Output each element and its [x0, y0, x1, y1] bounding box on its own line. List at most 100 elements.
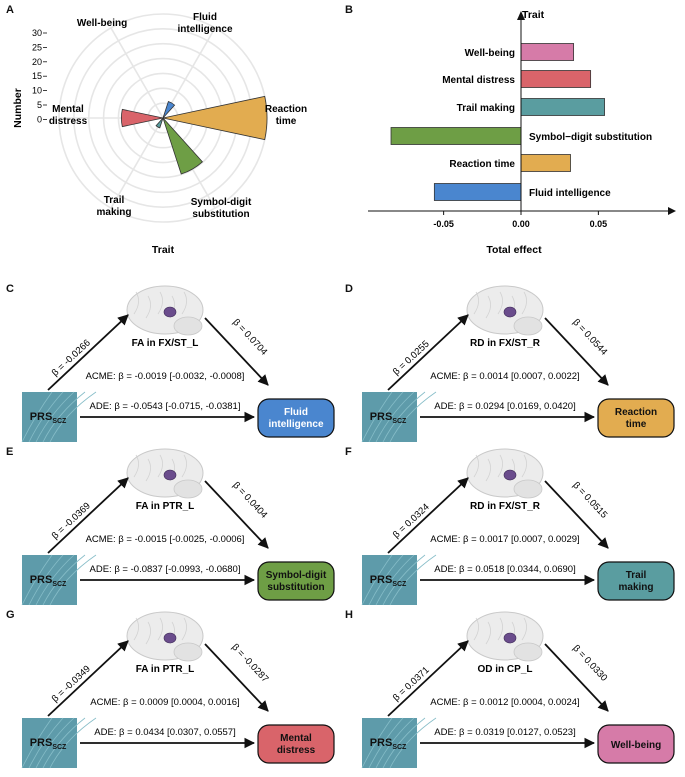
beta-a-label: β = 0.0324 — [391, 502, 432, 541]
radial-tick-label: 20 — [32, 57, 42, 67]
bar-fluid — [433, 183, 522, 201]
prs-texture — [21, 391, 53, 443]
prs-texture — [42, 717, 86, 769]
brain-illustration — [466, 611, 544, 662]
brain-illustration — [466, 448, 544, 499]
brain-fold — [497, 454, 503, 478]
prs-texture — [382, 717, 426, 769]
outcome-background — [257, 724, 335, 764]
prs-texture — [42, 391, 86, 443]
polar-bar-fluid — [162, 101, 176, 119]
y-axis-label: Number — [12, 88, 24, 128]
tract-highlight — [163, 632, 177, 644]
grid-spoke — [110, 117, 164, 209]
category-label-mental: Mental distress — [442, 75, 515, 86]
arrow-prs-to-mediator — [47, 640, 129, 717]
tract-highlight — [503, 306, 517, 318]
polar-bars — [121, 95, 268, 175]
category-label-symbol: Symbol−digit substitution — [529, 132, 652, 143]
prs-texture — [375, 717, 415, 769]
prs-background — [362, 555, 417, 605]
panel-letter-f: F — [345, 446, 352, 458]
bar-wellbeing — [520, 43, 575, 61]
outcome-background — [257, 561, 335, 601]
beta-a-label: β = 0.0255 — [391, 339, 432, 378]
brain-fold — [473, 454, 479, 478]
x-tick-label: -0.05 — [433, 219, 454, 229]
prs-texture — [49, 391, 97, 443]
arrow-mediator-to-outcome — [204, 643, 269, 712]
y-axis-arrow — [517, 11, 525, 20]
prs-label: PRSSCZ — [30, 737, 67, 751]
prs-texture — [368, 391, 404, 443]
cerebellum — [173, 316, 203, 336]
mediator-label: FA in PTR_L — [136, 501, 195, 512]
beta-a-label: β = 0.0371 — [391, 665, 432, 704]
tract-highlight — [503, 632, 517, 644]
prs-texture — [389, 554, 437, 606]
arrow-mediator-to-outcome — [204, 317, 269, 386]
mediator-label: RD in FX/ST_R — [470, 338, 541, 349]
brain-fold — [157, 617, 163, 641]
prs-label: PRSSCZ — [370, 411, 407, 425]
panel-letter-b: B — [345, 4, 353, 16]
cerebellum — [513, 479, 543, 499]
axes — [368, 11, 676, 215]
brain-fold — [497, 617, 503, 641]
acme-label: ACME: β = -0.0019 [-0.0032, -0.0008] — [86, 371, 245, 382]
brain-fold — [521, 454, 527, 478]
x-axis-label: Trait — [152, 244, 175, 256]
prs-texture — [382, 391, 426, 443]
arrow-prs-to-mediator — [387, 314, 469, 391]
arrow-mediator-to-outcome — [544, 317, 609, 386]
prs-background — [22, 718, 77, 768]
x-tick-label: 0.05 — [590, 219, 608, 229]
tract-highlight — [163, 306, 177, 318]
brain-fold — [133, 454, 139, 478]
beta-b-label: β = -0.0287 — [229, 642, 270, 685]
prs-box: PRSSCZ — [21, 554, 97, 606]
prs-texture — [49, 554, 97, 606]
outcome-background — [597, 724, 675, 764]
radial-tick-label: 15 — [32, 71, 42, 81]
panel-letter-g: G — [6, 609, 15, 621]
prs-box: PRSSCZ — [361, 717, 437, 769]
prs-background — [22, 392, 77, 442]
acme-label: ACME: β = -0.0015 [-0.0025, -0.0006] — [86, 534, 245, 545]
tract-highlight — [503, 469, 517, 481]
brain-illustration — [126, 611, 204, 662]
brain-fold — [145, 621, 151, 645]
outcome-background — [597, 561, 675, 601]
prs-texture — [375, 554, 415, 606]
bars — [390, 43, 605, 201]
tract-highlight — [163, 469, 177, 481]
ade-label: ADE: β = -0.0543 [-0.0715, -0.0381] — [90, 401, 241, 412]
prs-texture — [28, 554, 64, 606]
category-label-trail: Trail making — [457, 103, 515, 114]
mediator-label: OD in CP_L — [477, 664, 532, 675]
arrow-mediator-to-outcome — [544, 480, 609, 549]
radial-tick-label: 25 — [32, 42, 42, 52]
arrow-mediator-to-outcome — [544, 643, 609, 712]
cerebellum — [173, 642, 203, 662]
bar-reaction — [520, 154, 571, 172]
prs-texture — [35, 391, 75, 443]
brain-fold — [485, 295, 491, 319]
arrow-prs-to-mediator — [47, 314, 129, 391]
ade-label: ADE: β = 0.0294 [0.0169, 0.0420] — [434, 401, 575, 412]
category-label-fluid: Fluid intelligence — [529, 188, 611, 199]
prs-texture — [361, 554, 393, 606]
